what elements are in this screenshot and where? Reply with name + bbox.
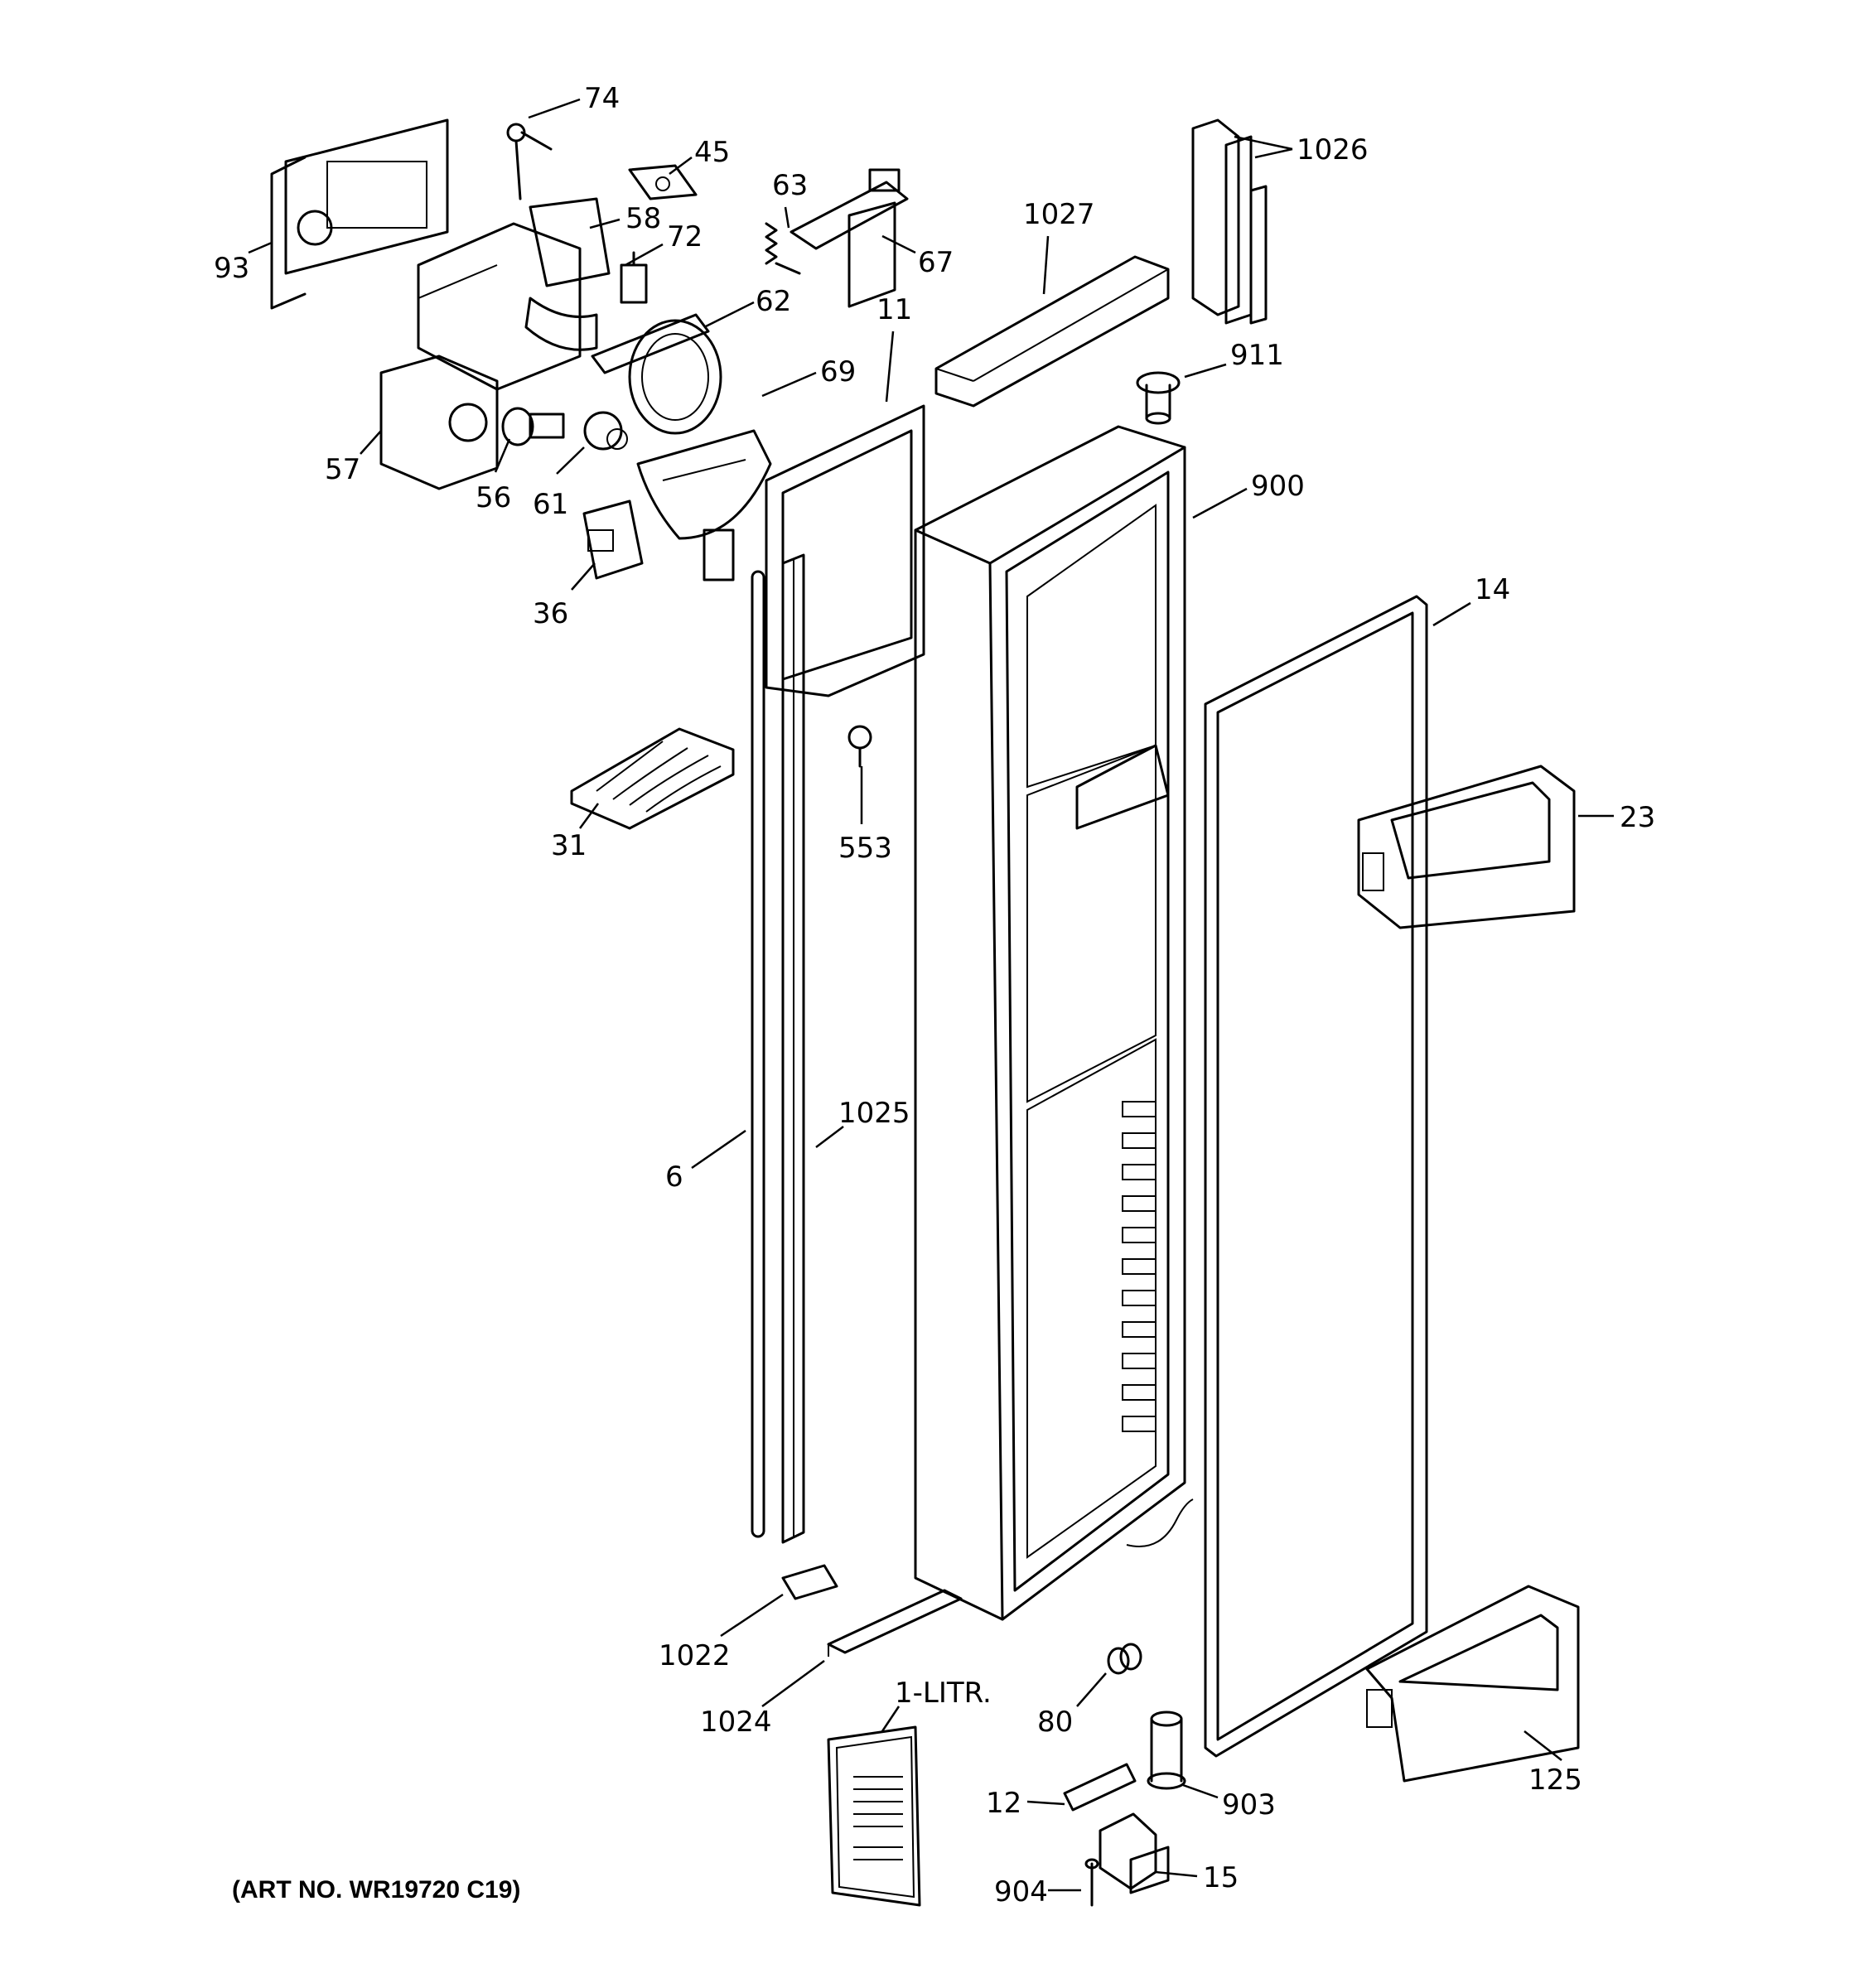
part-6-tube [751, 570, 765, 1538]
callout-45: 45 [694, 136, 730, 169]
callout-63: 63 [772, 169, 808, 202]
part-14-door-gasket [1204, 595, 1428, 1758]
callout-93: 93 [214, 252, 249, 285]
part-31-drip-grille [570, 727, 735, 830]
part-553-plug [847, 725, 872, 768]
part-45-bracket [628, 164, 698, 200]
callout-31: 31 [551, 829, 587, 862]
callout-1022: 1022 [659, 1639, 731, 1672]
leader-lines [248, 98, 1614, 1892]
callout-labels: 74 45 63 58 72 93 67 1027 1026 62 11 911… [214, 82, 1655, 1908]
part-15-bottom-hinge [1099, 1812, 1170, 1894]
part-57-auger-motor [379, 355, 499, 490]
callout-67: 67 [918, 246, 954, 279]
part-1024-hinge-bracket [827, 1589, 963, 1657]
callout-80: 80 [1037, 1706, 1073, 1739]
callout-72: 72 [667, 220, 703, 253]
part-903-hinge-pin [1147, 1711, 1186, 1790]
part-63-spring [765, 222, 801, 275]
part-11-recess-frame [765, 404, 925, 697]
part-61-cam [583, 411, 628, 451]
part-904-screw [1084, 1858, 1099, 1907]
part-62-ice-ring [591, 313, 722, 435]
callout-904: 904 [994, 1875, 1048, 1908]
part-74-spring [506, 123, 553, 200]
callout-58: 58 [625, 202, 661, 235]
callout-1026: 1026 [1297, 133, 1369, 166]
callout-62: 62 [756, 285, 791, 318]
callout-11: 11 [876, 293, 912, 326]
part-69-ice-chute [636, 429, 772, 581]
callout-1025: 1025 [838, 1097, 910, 1130]
callout-14: 14 [1475, 573, 1510, 606]
part-56-motor-shaft [501, 407, 565, 446]
part-1022-clip [781, 1564, 838, 1600]
callout-36: 36 [533, 597, 568, 630]
callout-56: 56 [476, 481, 511, 514]
callout-23: 23 [1620, 801, 1655, 834]
callout-15: 15 [1203, 1861, 1239, 1894]
callout-125: 125 [1528, 1764, 1582, 1797]
part-58-dispenser-housing [417, 197, 611, 391]
part-36-switch-bracket [582, 499, 644, 580]
part-1-litr-literature [827, 1725, 921, 1907]
part-67-lever [790, 168, 909, 308]
callout-57: 57 [325, 453, 360, 486]
callout-61: 61 [533, 488, 568, 521]
callout-1024: 1024 [700, 1706, 772, 1739]
part-93-control-panel [270, 118, 449, 310]
part-1025-side-trim [781, 553, 805, 1544]
callout-69: 69 [820, 355, 856, 388]
callout-1-litr: 1-LITR. [895, 1677, 992, 1710]
part-1027-door-cap [934, 255, 1170, 408]
callout-903: 903 [1222, 1788, 1276, 1822]
callout-74: 74 [584, 82, 620, 115]
callout-6: 6 [665, 1160, 683, 1194]
part-125-door-bin [1365, 1585, 1580, 1783]
part-72-switch [620, 251, 648, 304]
callout-900: 900 [1251, 470, 1305, 503]
callout-12: 12 [986, 1787, 1021, 1820]
part-23-door-bin [1357, 765, 1576, 929]
part-900-door [914, 425, 1194, 1621]
part-80-plug [1107, 1643, 1142, 1675]
art-number: (ART NO. WR19720 C19) [232, 1876, 521, 1904]
part-1026-trims [1191, 118, 1268, 325]
door-shelf-clips [1122, 1101, 1157, 1432]
part-12-hinge-plate [1063, 1763, 1137, 1812]
callout-553: 553 [838, 832, 892, 865]
part-911-bushing [1136, 371, 1181, 425]
callout-1027: 1027 [1023, 198, 1095, 231]
callout-911: 911 [1230, 339, 1284, 372]
